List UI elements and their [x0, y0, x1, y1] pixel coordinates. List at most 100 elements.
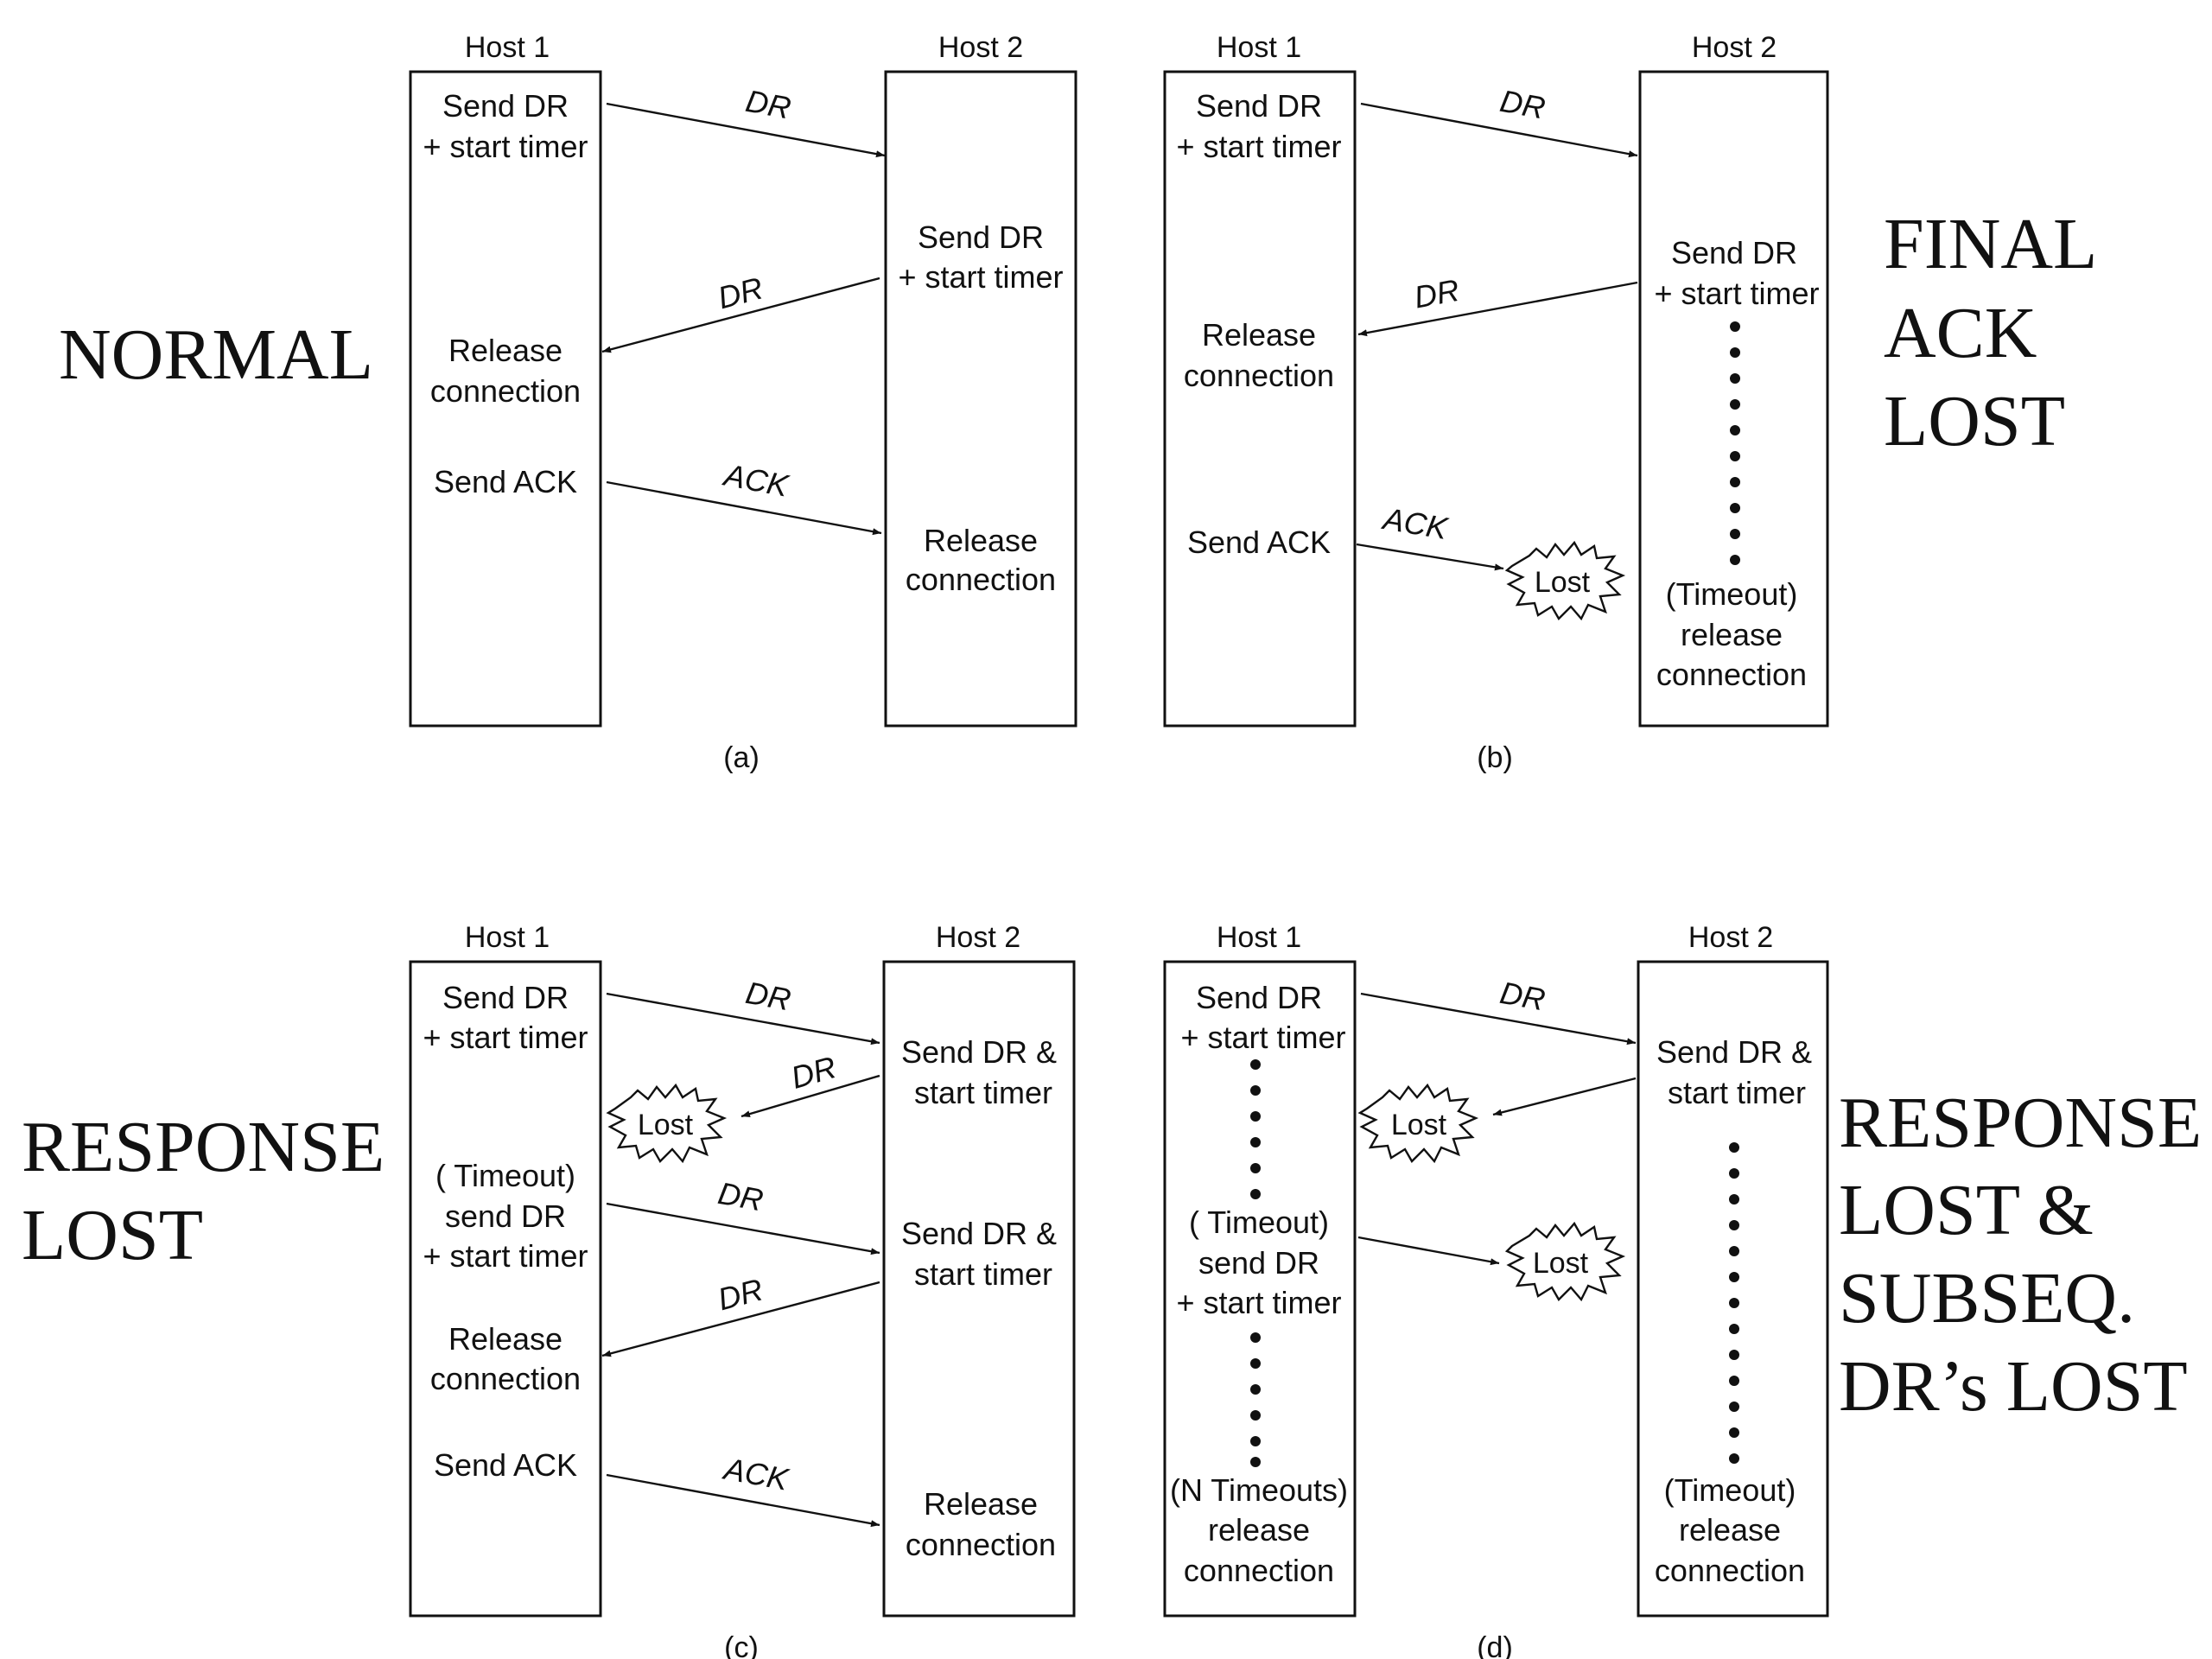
panel-a-host1-label: Host 1: [465, 31, 550, 64]
panel-d-h1-note-3-line-2: release: [1208, 1512, 1310, 1548]
panel-c-dr-arrow-2: [741, 1074, 880, 1118]
panel-d-dr-arrow-1: [1360, 992, 1637, 1046]
panel-c-h1-note-3-line-2: connection: [430, 1361, 581, 1396]
panel-c-host1-label: Host 1: [465, 921, 550, 954]
panel-b-h1-note-1-line-1: Send DR: [1196, 88, 1322, 124]
panel-d-h2-note-1-line-1: Send DR &: [1656, 1034, 1812, 1070]
lost-burst-icon: [1504, 540, 1626, 621]
panel-b-dr-label-2: DR: [1411, 272, 1462, 315]
panel-d-caption: (d): [1477, 1631, 1513, 1659]
panel-d-h2-note-2-line-2: release: [1679, 1512, 1781, 1548]
panel-b-h1-note-2-line-1: Release: [1202, 317, 1316, 353]
panel-c-h1-note-2-line-2: send DR: [445, 1198, 566, 1234]
panel-b-ack-arrow: [1356, 543, 1504, 571]
panel-c-dr-arrow-4: [601, 1281, 880, 1357]
label-response-lost-subseq-line-3: SUBSEQ.: [1839, 1258, 2135, 1338]
panel-b-dr-label-1: DR: [1497, 83, 1548, 126]
panel-c-dr-label-3: DR: [715, 1175, 766, 1218]
label-response-lost-subseq-line-4: DR’s LOST: [1839, 1346, 2188, 1427]
panel-a-ack-label: ACK: [720, 456, 792, 504]
panel-a-h1-note-1-line-2: + start timer: [423, 129, 588, 164]
panel-d: Host 1 Host 2 Send DR + start timer ( Ti…: [1163, 921, 1829, 1659]
panel-d-h1-note-2-line-3: + start timer: [1176, 1285, 1341, 1320]
panel-a-host2-timeline: [884, 70, 1077, 728]
panel-d-lost-burst-2: Lost: [1504, 1221, 1626, 1302]
panel-c-dr-label-4: DR: [714, 1271, 766, 1317]
label-response-lost-subseq: RESPONSE LOST & SUBSEQ. DR’s LOST: [1839, 1083, 2202, 1427]
label-response-lost-line-1: RESPONSE: [22, 1107, 385, 1187]
panel-d-h1-note-1-line-2: + start timer: [1180, 1020, 1345, 1055]
panel-b-h2-wait-dots: [1730, 321, 1740, 565]
panel-d-h1-note-3-line-3: connection: [1184, 1553, 1334, 1588]
panel-b-lost-burst: Lost: [1504, 540, 1626, 621]
panel-c-ack-arrow: [606, 1473, 880, 1528]
panel-b-h2-note-1-line-2: + start timer: [1654, 276, 1819, 311]
panel-d-h1-note-3-line-1: (N Timeouts): [1170, 1472, 1348, 1508]
panel-c-h1-note-4-line-1: Send ACK: [434, 1447, 577, 1483]
panel-d-lost-burst-1: Lost: [1357, 1083, 1479, 1164]
panel-a-h2-note-1-line-2: + start timer: [898, 259, 1063, 295]
label-response-lost-subseq-line-2: LOST &: [1839, 1170, 2094, 1250]
panel-b-h1-note-3-line-1: Send ACK: [1187, 524, 1331, 560]
panel-b-h2-note-2-line-2: release: [1681, 617, 1783, 652]
panel-d-h1-note-2-line-1: ( Timeout): [1189, 1205, 1329, 1240]
panel-a-dr-label-1: DR: [743, 83, 794, 126]
panel-a-h2-note-2-line-1: Release: [924, 523, 1038, 558]
panel-a-host2-label: Host 2: [938, 31, 1023, 64]
panel-a-ack-arrow: [606, 480, 882, 536]
panel-d-host1-label: Host 1: [1217, 921, 1301, 954]
label-normal-line-1: NORMAL: [59, 315, 373, 395]
panel-b-dr-arrow-2: [1357, 281, 1638, 337]
panel-c-h2-note-2-line-2: start timer: [914, 1256, 1052, 1292]
panel-d-host2-timeline: [1637, 960, 1829, 1618]
panel-b-host2-timeline: [1638, 70, 1829, 728]
panel-c-h1-note-1-line-2: + start timer: [423, 1020, 588, 1055]
panel-a-h1-note-2-line-2: connection: [430, 373, 581, 409]
panel-c-host2-timeline: [882, 960, 1076, 1618]
label-final-ack-lost: FINAL ACK LOST: [1884, 204, 2097, 461]
panel-b-host1-timeline: [1163, 70, 1357, 728]
panel-d-host2-label: Host 2: [1688, 921, 1773, 954]
label-response-lost-line-2: LOST: [22, 1195, 203, 1275]
panel-c-lost-burst: Lost: [606, 1083, 728, 1164]
panel-d-dr-arrow-2: [1492, 1077, 1637, 1116]
panel-c-dr-arrow-1: [606, 992, 880, 1046]
panel-d-h1-note-1-line-1: Send DR: [1196, 980, 1322, 1015]
panel-b-dr-arrow-1: [1360, 102, 1638, 158]
panel-c-dr-label-1: DR: [743, 975, 793, 1018]
label-normal: NORMAL: [59, 315, 373, 395]
panel-a-h1-note-2-line-1: Release: [448, 333, 563, 368]
label-final-ack-lost-line-1: FINAL: [1884, 204, 2097, 284]
label-final-ack-lost-line-2: ACK: [1884, 293, 2037, 373]
panel-b-lost-label: Lost: [1535, 566, 1591, 599]
panel-c-h2-note-3-line-2: connection: [906, 1527, 1056, 1562]
panel-d-dr-arrow-3: [1357, 1236, 1500, 1266]
panel-d-h1-wait-dots-2: [1250, 1332, 1261, 1467]
panel-d-host1-timeline: [1163, 960, 1357, 1618]
panel-a-h1-note-3-line-1: Send ACK: [434, 464, 577, 499]
panel-c-lost-label: Lost: [638, 1109, 694, 1141]
panel-d-lost-label-2: Lost: [1533, 1247, 1589, 1280]
label-response-lost: RESPONSE LOST: [22, 1107, 385, 1275]
panel-c-h2-note-1-line-2: start timer: [914, 1075, 1052, 1110]
panel-d-h2-note-2-line-3: connection: [1655, 1553, 1805, 1588]
panel-c-host1-timeline: [409, 960, 602, 1618]
panel-c-caption: (c): [724, 1631, 759, 1659]
lost-burst-icon: [1504, 1221, 1626, 1302]
panel-a-host1-timeline: [409, 70, 602, 728]
panel-a-caption: (a): [723, 741, 760, 774]
label-final-ack-lost-line-3: LOST: [1884, 381, 2065, 461]
panel-b-h1-note-2-line-2: connection: [1184, 358, 1334, 393]
panel-c-dr-arrow-3: [606, 1202, 880, 1255]
panel-d-h2-note-2-line-1: (Timeout): [1664, 1472, 1796, 1508]
panel-c-h1-note-2-line-3: + start timer: [423, 1238, 588, 1274]
panel-c-h1-note-3-line-1: Release: [448, 1321, 563, 1357]
panel-b-host1-label: Host 1: [1217, 31, 1301, 64]
panel-c-h2-note-1-line-1: Send DR &: [901, 1034, 1057, 1070]
panel-a-dr-arrow-2: [601, 276, 880, 353]
panel-a-dr-label-2: DR: [714, 270, 766, 315]
panel-c-h2-note-3-line-1: Release: [924, 1486, 1038, 1522]
panel-d-h2-note-1-line-2: start timer: [1668, 1075, 1806, 1110]
lost-burst-icon: [1357, 1083, 1479, 1164]
panel-a-dr-arrow-1: [606, 102, 886, 158]
